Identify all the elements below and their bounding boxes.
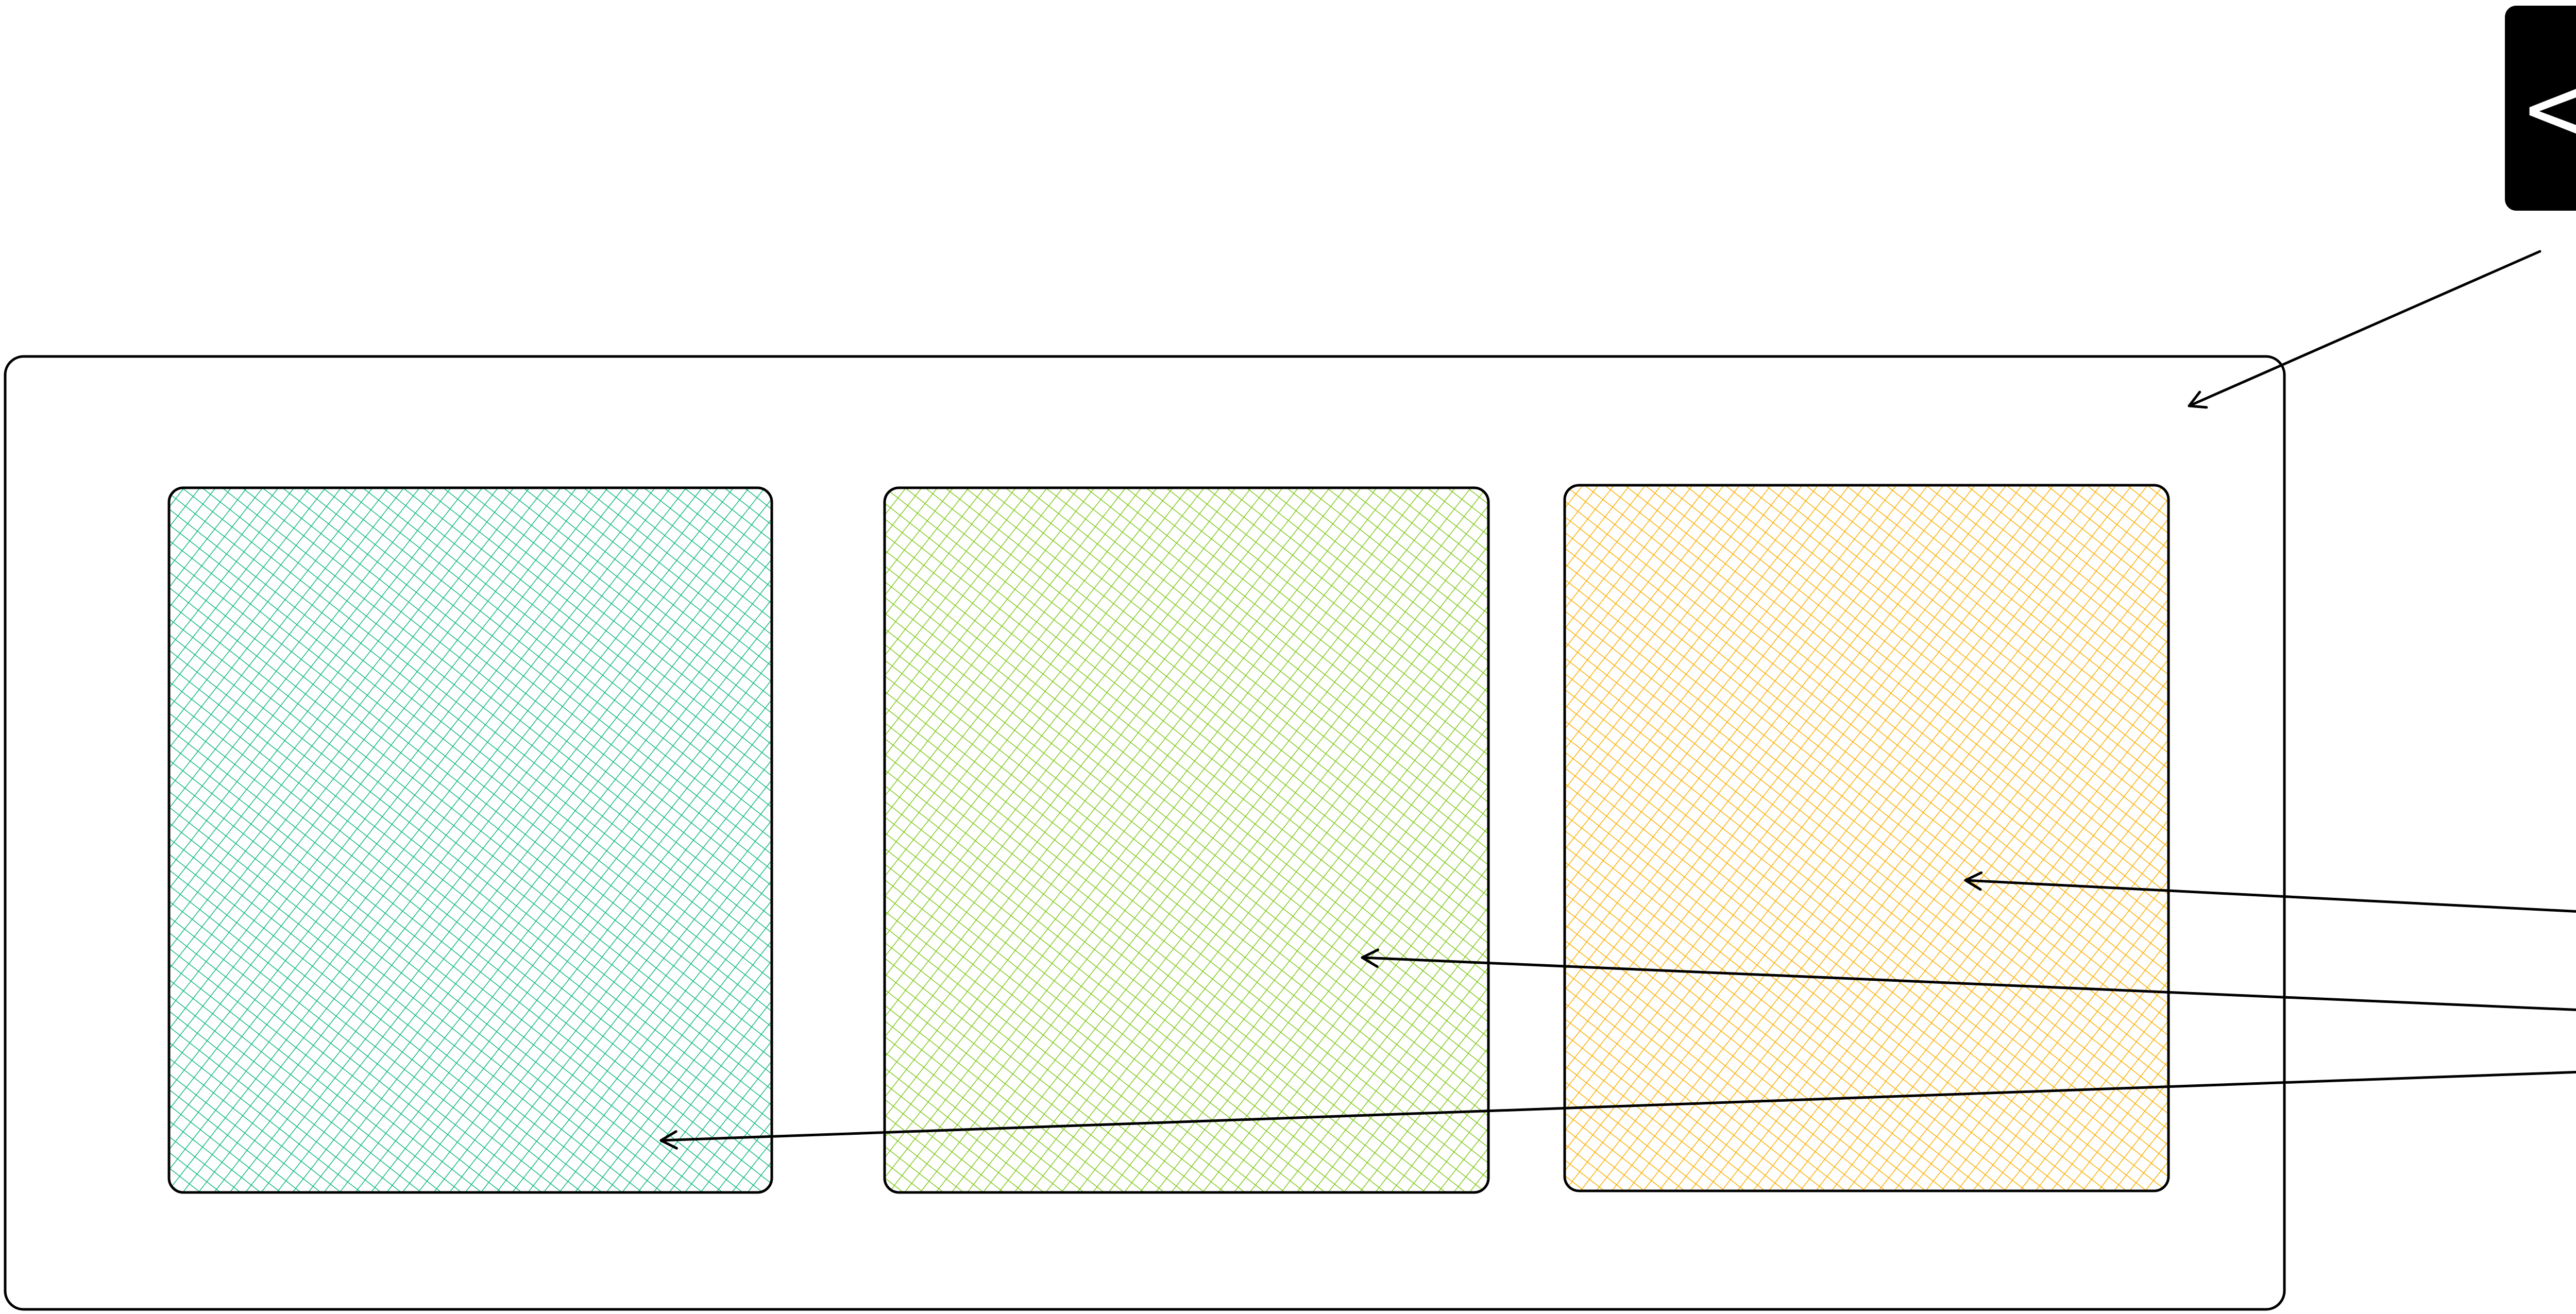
arrowhead-icon bbox=[2188, 390, 2208, 409]
arrowhead-icon bbox=[659, 1130, 678, 1150]
arrow-card-label-to-card-3[interactable] bbox=[1964, 871, 2576, 915]
card[interactable] bbox=[167, 486, 773, 1194]
card-2[interactable] bbox=[883, 486, 1490, 1194]
card-3-hatch-fill bbox=[1565, 485, 2168, 1191]
arrow-card-label-to-card-1[interactable] bbox=[659, 1070, 2576, 1150]
arrowhead-icon bbox=[1361, 948, 1380, 968]
arrow-line bbox=[659, 1070, 2576, 1142]
cards-label-text: <Cards/> bbox=[2525, 52, 2576, 165]
cards-container[interactable] bbox=[4, 355, 2286, 1311]
arrow-card-label-to-card-2[interactable] bbox=[1361, 948, 2576, 1013]
card[interactable] bbox=[883, 486, 1490, 1194]
arrowhead-icon bbox=[1964, 871, 1983, 891]
card-3[interactable] bbox=[1563, 484, 2170, 1192]
card[interactable] bbox=[1563, 484, 2170, 1192]
arrow-line bbox=[2188, 250, 2541, 407]
arrows-group bbox=[659, 250, 2576, 1150]
card-1[interactable] bbox=[167, 486, 773, 1194]
cards-component-label[interactable]: <Cards/> bbox=[2505, 6, 2576, 211]
card-2-hatch-fill bbox=[885, 488, 1488, 1192]
card-1-hatch-fill bbox=[169, 488, 772, 1192]
arrow-line bbox=[1361, 956, 2576, 1011]
cards-label-badge bbox=[2505, 6, 2576, 211]
arrow-cards-label-to-container[interactable] bbox=[2188, 250, 2541, 409]
arrow-line bbox=[1964, 879, 2576, 913]
